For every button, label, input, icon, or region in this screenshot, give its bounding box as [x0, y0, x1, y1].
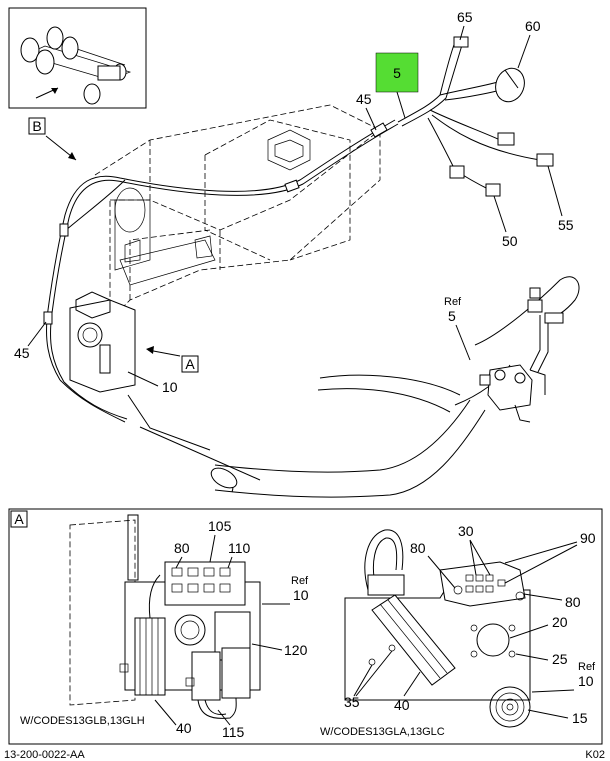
sheet-id: K02	[585, 749, 605, 761]
view-a-label: A	[185, 356, 195, 372]
callout-20: 20	[552, 614, 568, 630]
footer: 13-200-0022-AA K02	[4, 749, 605, 761]
drawing-number: 13-200-0022-AA	[4, 749, 85, 761]
vehicle-locator-inset	[8, 7, 147, 109]
callout-30: 30	[458, 523, 474, 539]
detail-view-label: A	[14, 511, 24, 527]
callout-90: 90	[580, 530, 596, 546]
connector-plate-10	[69, 291, 261, 481]
harness-breakout	[397, 36, 554, 197]
detail-right-callouts: 30 80 90 80 20 25 Ref 10 35 40 15 W/CODE…	[320, 523, 596, 738]
callout-55: 55	[558, 217, 574, 233]
main-harness	[43, 119, 399, 423]
detail-left-callouts: 105 80 110 Ref 10 120 40 115 W/CODES13GL…	[20, 518, 309, 740]
lower-harness	[210, 364, 511, 498]
detail-view-a: A	[8, 508, 603, 745]
callout-45-top: 45	[356, 91, 372, 107]
callout-10: 10	[162, 379, 178, 395]
callout-35: 35	[344, 694, 360, 710]
callout-5: 5	[393, 65, 401, 81]
callout-40-right: 40	[394, 697, 410, 713]
callout-ref-5-label: Ref	[444, 296, 462, 308]
callout-80-left: 80	[174, 540, 190, 556]
callout-ref-10-right: 10	[578, 673, 594, 689]
callout-ref-10-left-label: Ref	[291, 575, 309, 587]
main-callouts: 65 60 45 55 50 Ref 5 45 10	[14, 9, 574, 395]
callout-15: 15	[572, 710, 588, 726]
view-a-marker: A	[146, 346, 199, 373]
callout-105: 105	[208, 518, 232, 534]
view-b-marker: B	[28, 117, 77, 161]
callout-ref-10-left: 10	[293, 587, 309, 603]
relay-assembly	[474, 276, 580, 423]
callout-25: 25	[552, 651, 568, 667]
callout-65: 65	[457, 9, 473, 25]
caption-right: W/CODES13GLA,13GLC	[320, 726, 445, 738]
detail-left-assembly	[69, 514, 261, 719]
callout-110: 110	[228, 540, 251, 556]
callout-45-left: 45	[14, 345, 30, 361]
callout-120: 120	[284, 642, 308, 658]
view-b-label: B	[32, 118, 41, 134]
callout-80-right-a: 80	[410, 540, 426, 556]
callout-5-highlight: 5	[375, 52, 419, 119]
callout-80-right-b: 80	[565, 594, 581, 610]
callout-ref-5: 5	[448, 308, 456, 324]
callout-50: 50	[502, 233, 518, 249]
callout-60: 60	[525, 18, 541, 34]
callout-40-left: 40	[176, 720, 192, 736]
callout-ref-10-right-label: Ref	[578, 661, 596, 673]
callout-115: 115	[222, 724, 245, 740]
caption-left: W/CODES13GLB,13GLH	[20, 715, 145, 727]
battery-box-outline	[94, 104, 381, 321]
detail-right-assembly	[344, 529, 531, 728]
